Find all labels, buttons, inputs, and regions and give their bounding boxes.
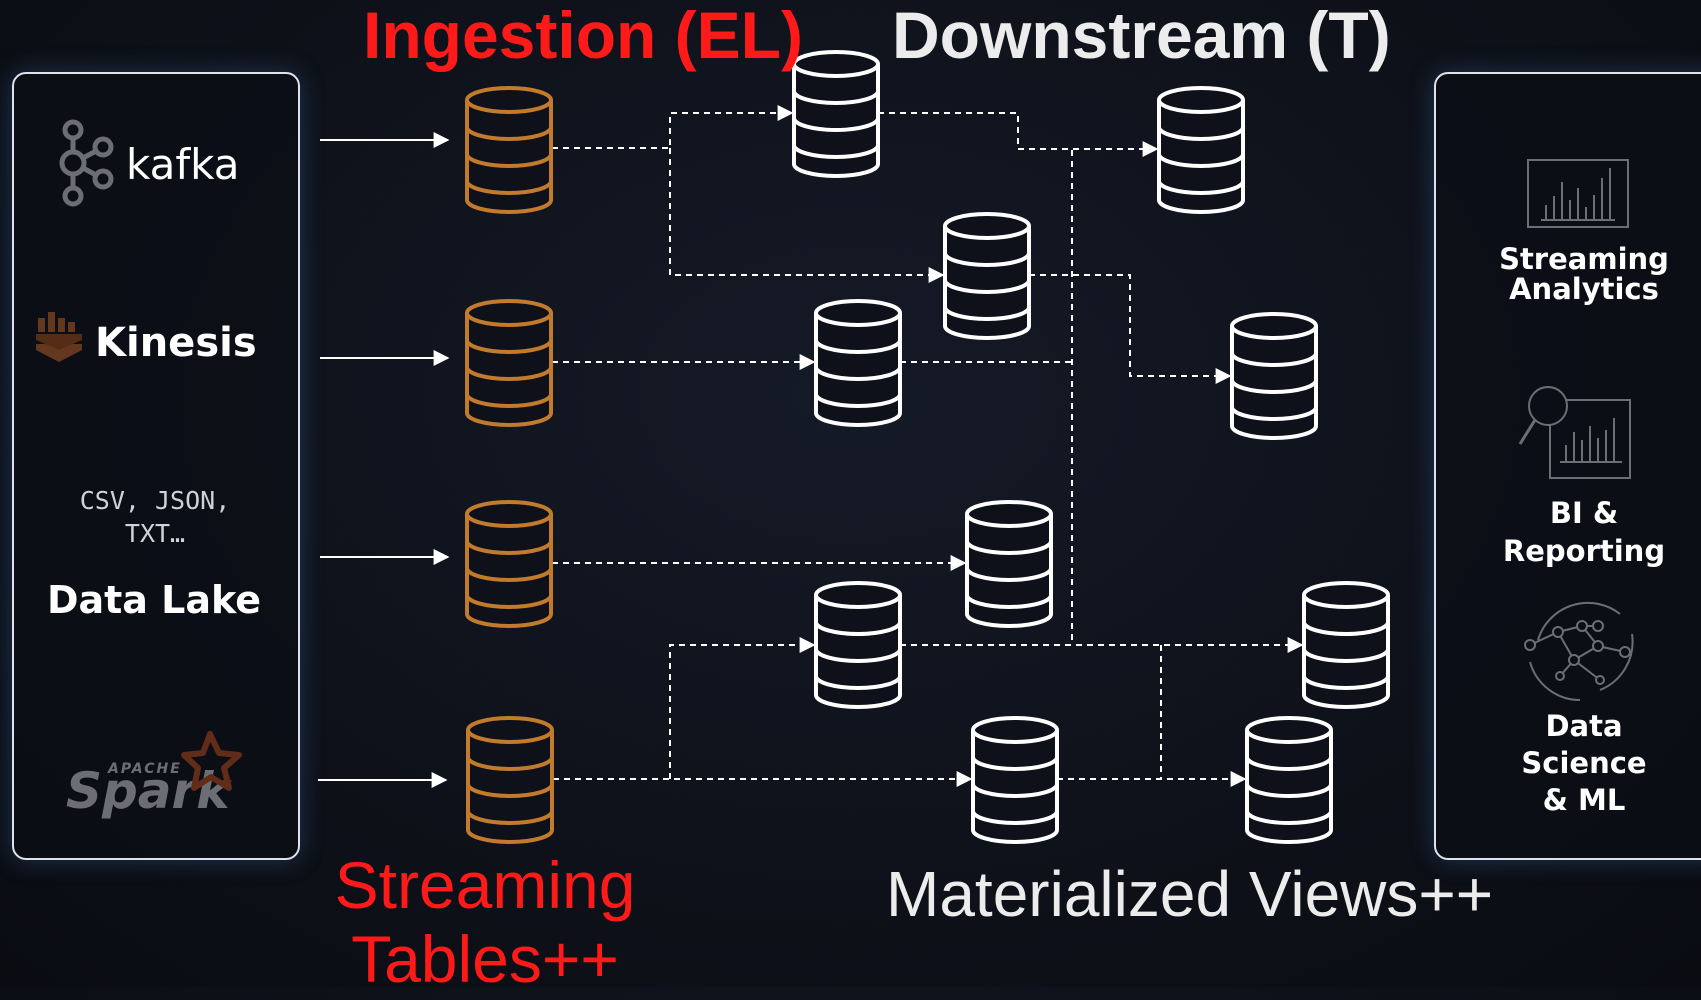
bi-reporting-label: BI & Reporting <box>1434 494 1701 570</box>
streaming-tables-line-1: Streaming <box>334 848 636 922</box>
edge-layer <box>318 105 1304 788</box>
streaming-tables-label: Streaming Tables++ <box>320 852 650 1000</box>
data-science-line-2: Science <box>1521 746 1647 780</box>
materialized-view-10 <box>1245 716 1333 844</box>
node-layer <box>465 50 1390 844</box>
materialized-view-7 <box>814 581 902 709</box>
streaming-analytics-line-2: Analytics <box>1509 272 1659 306</box>
materialized-view-6 <box>965 500 1053 628</box>
data-lake-label: Data Lake <box>46 578 262 622</box>
materialized-view-1 <box>792 50 880 178</box>
ingestion-heading: Ingestion (EL) <box>363 0 803 72</box>
streaming-table-1 <box>465 86 553 214</box>
streaming-table-3 <box>465 500 553 628</box>
data-science-line-3: & ML <box>1542 783 1626 817</box>
materialized-views-label: Materialized Views++ <box>886 858 1494 930</box>
sources-panel <box>12 72 300 860</box>
pipeline-edge-11 <box>669 637 816 779</box>
materialized-view-9 <box>971 716 1059 844</box>
file-formats-label: CSV, JSON, TXT… <box>79 486 231 548</box>
materialized-view-3 <box>943 212 1031 340</box>
streaming-analytics-label: Streaming Analytics <box>1434 244 1701 304</box>
downstream-heading: Downstream (T) <box>892 0 1391 72</box>
kinesis-label: Kinesis <box>95 320 257 366</box>
consumers-panel <box>1434 72 1701 860</box>
kafka-label: kafka <box>126 140 240 189</box>
pipeline-edge-1 <box>552 105 794 149</box>
streaming-tables-line-2: Tables++ <box>351 922 619 996</box>
bi-reporting-line-1: BI & <box>1549 496 1619 530</box>
materialized-view-5 <box>1230 312 1318 440</box>
materialized-view-4 <box>814 299 902 427</box>
data-science-line-1: Data <box>1545 709 1623 743</box>
streaming-table-4 <box>466 716 554 844</box>
materialized-view-8 <box>1302 581 1390 709</box>
pipeline-edge-2 <box>669 148 945 283</box>
materialized-view-2 <box>1157 86 1245 214</box>
streaming-table-2 <box>465 299 553 427</box>
pipeline-edge-5 <box>1029 274 1232 384</box>
pipeline-edge-3 <box>878 112 1159 157</box>
streaming-analytics-line-1: Streaming <box>1499 242 1669 276</box>
bi-reporting-line-2: Reporting <box>1502 534 1666 568</box>
data-science-label: Data Science & ML <box>1434 708 1701 819</box>
